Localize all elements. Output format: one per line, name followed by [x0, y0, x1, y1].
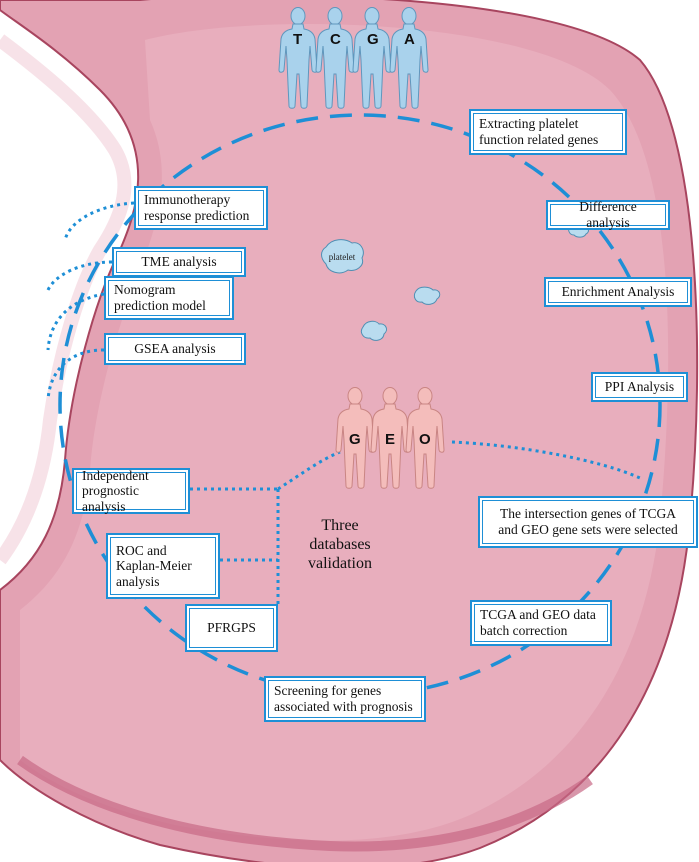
box-roc-line3: analysis: [116, 573, 160, 589]
box-ppi-text: PPI Analysis: [604, 379, 675, 395]
box-immunotherapy-line2: response prediction: [144, 208, 250, 223]
box-pfrgps: PFRGPS: [185, 604, 278, 652]
platelet-label: platelet: [329, 252, 356, 262]
center-label-line3: validation: [308, 555, 372, 573]
box-tme-text: TME analysis: [141, 254, 217, 270]
box-extracting-line2: function related genes: [479, 132, 599, 147]
box-independent-line1: Independent: [82, 467, 149, 483]
stomach-highlight: [0, 34, 132, 565]
geo-letter-1: G: [349, 431, 361, 448]
box-screening-line1: Screening for genes: [274, 683, 382, 699]
tcga-letter-3: G: [367, 31, 379, 48]
box-extracting-line1: Extracting platelet: [479, 116, 579, 132]
box-nomogram-line2: prediction model: [114, 298, 206, 313]
platelet-cells: [321, 222, 589, 341]
box-ppi-analysis: PPI Analysis: [591, 372, 688, 402]
box-pfrgps-text: PFRGPS: [207, 620, 256, 636]
box-enrichment-analysis: Enrichment Analysis: [544, 277, 692, 307]
stomach-rim: [17, 755, 593, 852]
dotted-connectors: [46, 201, 641, 605]
box-batch-line1: TCGA and GEO data: [480, 607, 596, 623]
center-label-line2: databases: [309, 536, 371, 554]
box-batch-line2: batch correction: [480, 623, 568, 638]
box-independent-line2: prognostic analysis: [82, 483, 139, 514]
box-roc-line1: ROC and: [116, 542, 167, 558]
box-tme-analysis: TME analysis: [112, 247, 246, 277]
three-databases-validation-label: Three databases validation: [290, 516, 390, 574]
box-roc-line2: Kaplan-Meier: [116, 558, 192, 574]
geo-letter-2: E: [385, 431, 395, 448]
box-immunotherapy-line1: Immunotherapy: [144, 192, 231, 208]
tcga-letter-2: C: [330, 31, 341, 48]
box-screening-line2: associated with prognosis: [274, 699, 413, 714]
box-intersection-line2: and GEO gene sets were selected: [498, 522, 678, 537]
box-enrichment-text: Enrichment Analysis: [561, 284, 675, 300]
box-intersection-line1: The intersection genes of TCGA: [500, 506, 676, 522]
box-gsea-text: GSEA analysis: [134, 341, 216, 357]
box-nomogram-line1: Nomogram: [114, 282, 176, 298]
geo-letter-3: O: [419, 431, 431, 448]
box-difference-text: Difference analysis: [579, 199, 637, 230]
box-gsea-analysis: GSEA analysis: [104, 333, 246, 365]
tcga-letter-1: T: [293, 31, 302, 48]
tcga-letter-4: A: [404, 31, 415, 48]
center-label-line1: Three: [321, 517, 359, 534]
box-difference-analysis: Difference analysis: [546, 199, 670, 230]
